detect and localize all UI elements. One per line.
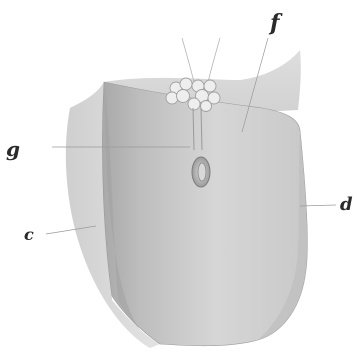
label-g: g xyxy=(6,137,20,161)
vessel-thread-right xyxy=(208,38,220,82)
main-body xyxy=(102,82,307,346)
label-d: d xyxy=(340,194,353,215)
label-f: f xyxy=(268,10,283,36)
duct-opening-inner xyxy=(198,163,206,181)
vessel-thread-left xyxy=(182,38,194,82)
label-c: c xyxy=(24,225,34,244)
